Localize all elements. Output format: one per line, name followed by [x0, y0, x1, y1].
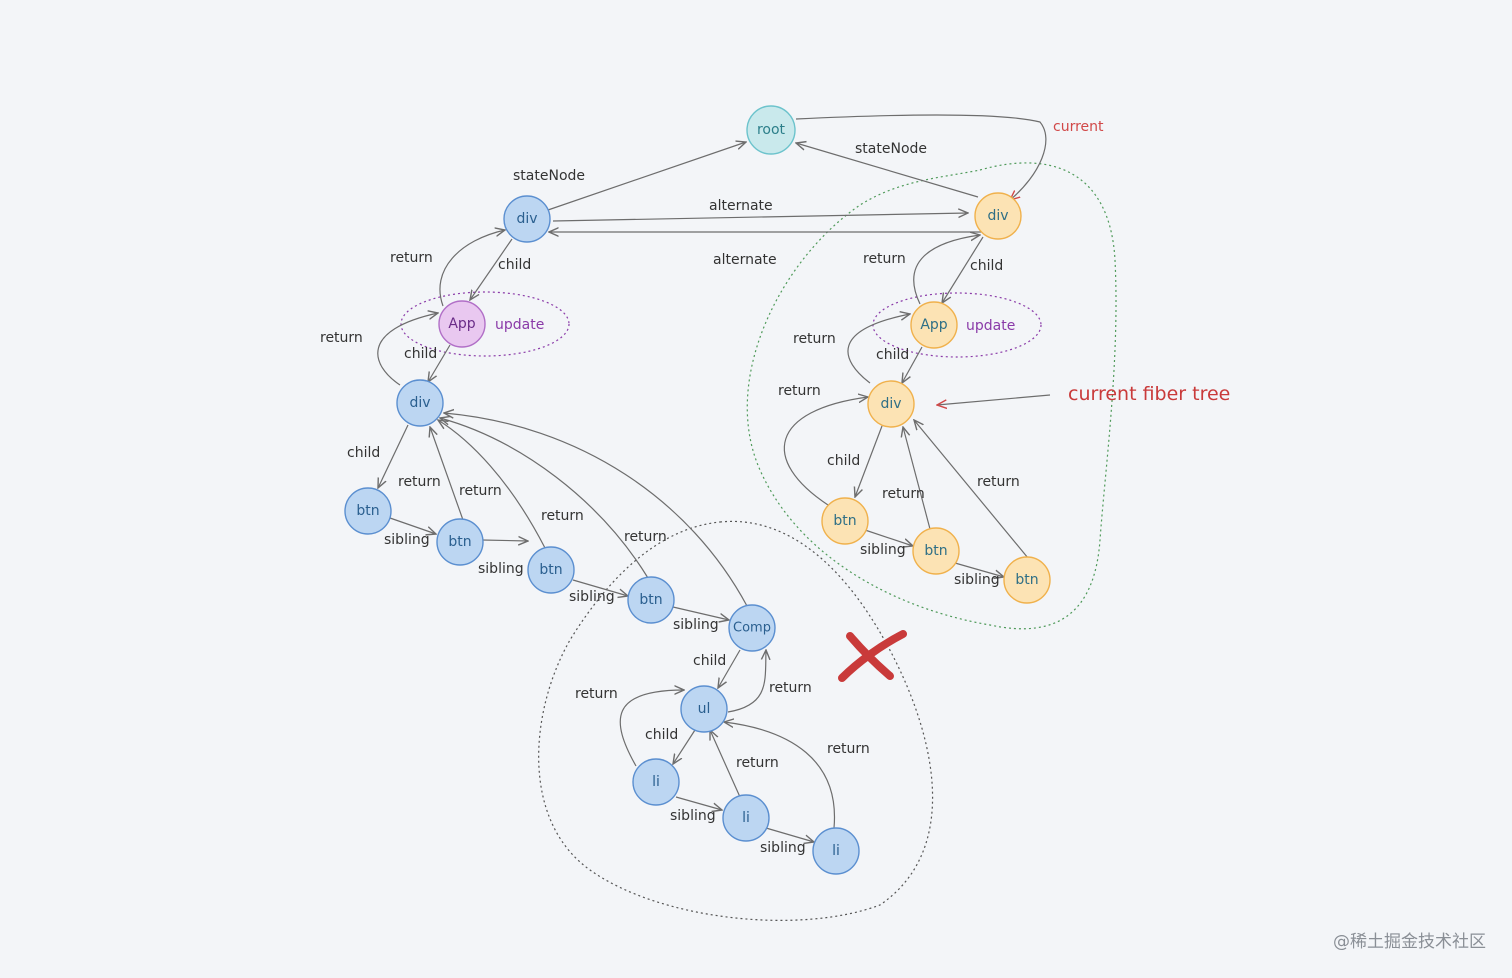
label-child: child	[498, 257, 531, 273]
label-return: return	[398, 474, 441, 490]
svg-text:btn: btn	[924, 543, 947, 559]
node-current-btn3: btn	[1003, 556, 1051, 604]
label-update-right: update	[966, 318, 1015, 334]
svg-text:div: div	[987, 208, 1008, 224]
node-current-div: div	[974, 192, 1022, 240]
label-return: return	[459, 483, 502, 499]
svg-text:btn: btn	[639, 592, 662, 608]
svg-text:btn: btn	[356, 503, 379, 519]
node-wip-comp: Comp	[728, 604, 776, 652]
svg-text:div: div	[880, 396, 901, 412]
label-child: child	[827, 453, 860, 469]
svg-text:btn: btn	[1015, 572, 1038, 588]
label-sibling: sibling	[670, 808, 716, 824]
label-return: return	[320, 330, 363, 346]
label-return: return	[863, 251, 906, 267]
label-return: return	[793, 331, 836, 347]
edge-labels: stateNode stateNode current alternate al…	[320, 119, 1230, 856]
node-wip-div: div	[503, 195, 551, 243]
label-child: child	[404, 346, 437, 362]
svg-text:btn: btn	[539, 562, 562, 578]
label-return: return	[736, 755, 779, 771]
node-current-div2: div	[867, 380, 915, 428]
node-wip-li1: li	[632, 758, 680, 806]
label-sibling: sibling	[569, 589, 615, 605]
node-wip-btn4: btn	[627, 576, 675, 624]
svg-text:li: li	[652, 774, 660, 790]
node-wip-btn2: btn	[436, 518, 484, 566]
label-child: child	[876, 347, 909, 363]
svg-text:App: App	[448, 316, 475, 332]
svg-text:div: div	[516, 211, 537, 227]
node-wip-btn1: btn	[344, 487, 392, 535]
label-return: return	[769, 680, 812, 696]
label-child: child	[970, 258, 1003, 274]
svg-text:li: li	[742, 810, 750, 826]
node-current-btn2: btn	[912, 527, 960, 575]
svg-text:btn: btn	[833, 513, 856, 529]
label-alternate-bottom: alternate	[713, 252, 777, 268]
current-tree-boundary	[746, 162, 1117, 630]
label-sibling: sibling	[478, 561, 524, 577]
label-return: return	[575, 686, 618, 702]
svg-text:App: App	[920, 317, 947, 333]
label-return: return	[827, 741, 870, 757]
node-wip-app: App	[438, 300, 486, 348]
label-statenode-right: stateNode	[855, 141, 927, 157]
label-return: return	[977, 474, 1020, 490]
deleted-subtree-boundary	[538, 520, 934, 921]
label-sibling: sibling	[673, 617, 719, 633]
label-child: child	[645, 727, 678, 743]
label-sibling: sibling	[760, 840, 806, 856]
label-return: return	[778, 383, 821, 399]
svg-text:root: root	[757, 122, 786, 138]
label-return: return	[390, 250, 433, 266]
node-wip-li2: li	[722, 794, 770, 842]
node-current-app: App	[910, 301, 958, 349]
update-boundary-left	[400, 291, 570, 357]
svg-text:div: div	[409, 395, 430, 411]
label-child: child	[347, 445, 380, 461]
watermark: @稀土掘金技术社区	[1333, 932, 1486, 952]
label-alternate-top: alternate	[709, 198, 773, 214]
nodes: root div App div btn btn btn btn	[344, 105, 1051, 875]
label-return: return	[541, 508, 584, 524]
label-current-fiber-tree: current fiber tree	[1068, 383, 1230, 405]
node-wip-li3: li	[812, 827, 860, 875]
edges	[378, 114, 1051, 842]
node-wip-btn3: btn	[527, 546, 575, 594]
delete-mark-icon	[838, 630, 907, 682]
node-wip-div2: div	[396, 379, 444, 427]
label-sibling: sibling	[384, 532, 430, 548]
svg-text:btn: btn	[448, 534, 471, 550]
label-current: current	[1053, 119, 1104, 135]
node-current-btn1: btn	[821, 497, 869, 545]
node-wip-ul: ul	[680, 685, 728, 733]
label-statenode-left: stateNode	[513, 168, 585, 184]
svg-text:ul: ul	[698, 701, 711, 717]
label-sibling: sibling	[860, 542, 906, 558]
svg-text:Comp: Comp	[733, 621, 771, 636]
svg-text:li: li	[832, 843, 840, 859]
label-update-left: update	[495, 317, 544, 333]
label-return: return	[624, 529, 667, 545]
label-sibling: sibling	[954, 572, 1000, 588]
label-return: return	[882, 486, 925, 502]
label-child: child	[693, 653, 726, 669]
node-root: root	[746, 105, 796, 155]
